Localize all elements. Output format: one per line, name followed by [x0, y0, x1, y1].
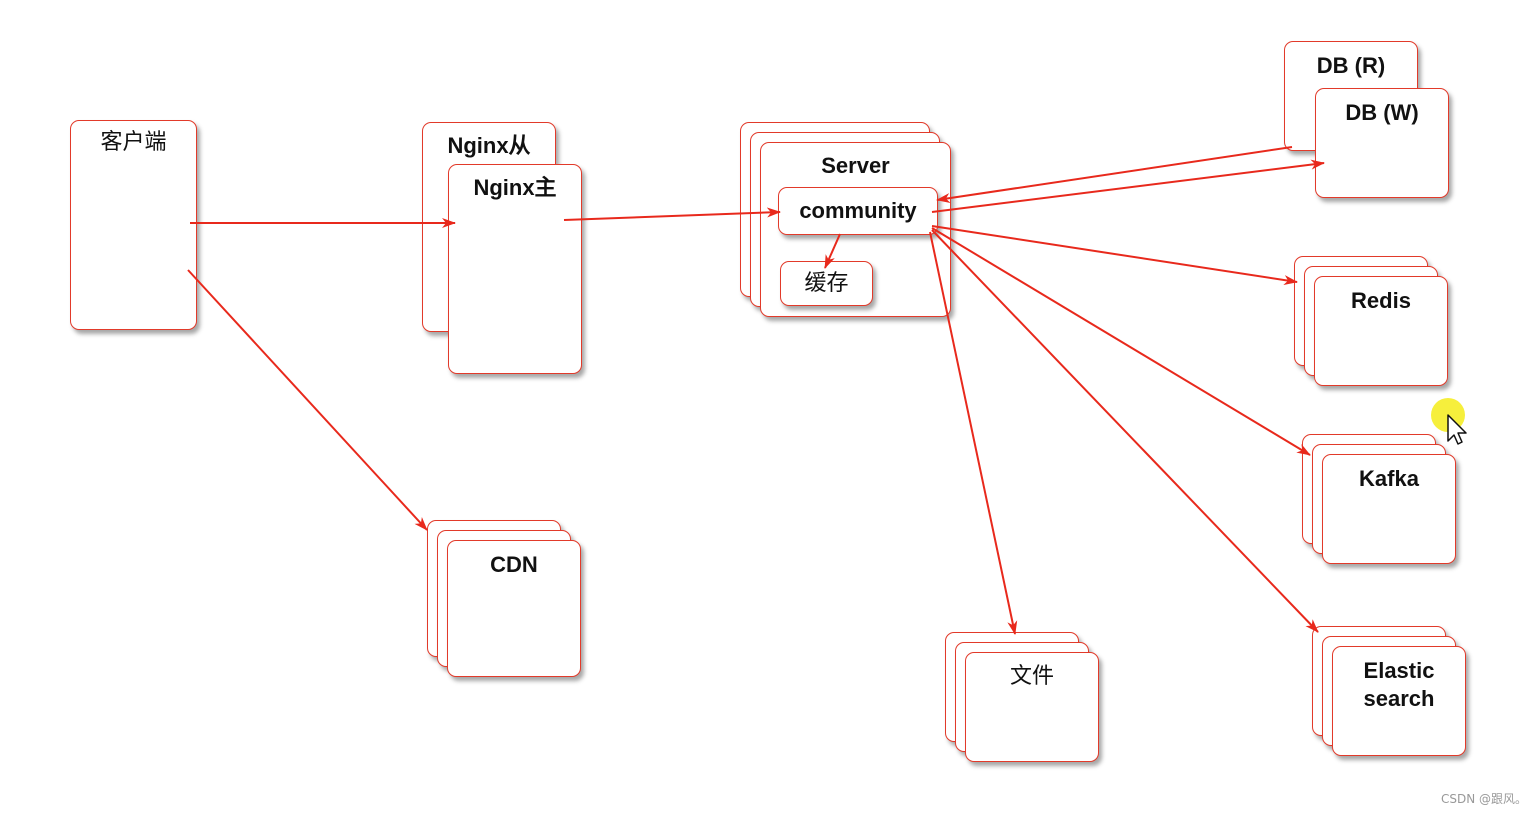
redis-node: Redis [1314, 276, 1448, 386]
watermark: CSDN @跟风。 [1440, 792, 1527, 806]
server-label: Server [821, 153, 890, 178]
cdn-label: CDN [490, 552, 538, 577]
nginx-master-label: Nginx主 [473, 175, 557, 200]
arrow-community-to-dbwrite [931, 159, 1325, 213]
arrow-community-to-kafka [931, 227, 1311, 456]
arrow-community-to-redis [931, 225, 1298, 285]
arrow-community-to-files [929, 231, 1018, 635]
db-write-node: DB (W) [1315, 88, 1449, 198]
files-node: 文件 [965, 652, 1099, 762]
client-node: 客户端 [70, 120, 197, 330]
files-label: 文件 [1009, 664, 1054, 689]
kafka-label: Kafka [1359, 466, 1419, 491]
mouse-cursor-icon [1430, 397, 1470, 452]
client-label: 客户端 [100, 130, 167, 155]
community-label: community [799, 198, 917, 223]
arrow-community-to-cache [824, 233, 841, 269]
db-write-label: DB (W) [1345, 100, 1419, 125]
cdn-node: CDN [447, 540, 581, 677]
elasticsearch-node: Elastic search [1332, 646, 1466, 756]
arrow-community-to-elasticsearch [931, 229, 1319, 633]
redis-label: Redis [1351, 288, 1411, 313]
cache-label: 缓存 [804, 271, 849, 296]
db-read-label: DB (R) [1316, 53, 1386, 78]
elasticsearch-label-line1: Elastic [1363, 658, 1435, 683]
arrow-client-to-cdn [187, 269, 428, 531]
kafka-node: Kafka [1322, 454, 1456, 564]
nginx-master-node: Nginx主 [448, 164, 582, 374]
nginx-slave-label: Nginx从 [447, 133, 531, 158]
arrow-nginx-to-community [563, 207, 781, 221]
elasticsearch-label-line2: search [1363, 686, 1435, 711]
arrow-dbread-to-community [936, 146, 1293, 204]
community-node: community [778, 187, 938, 235]
